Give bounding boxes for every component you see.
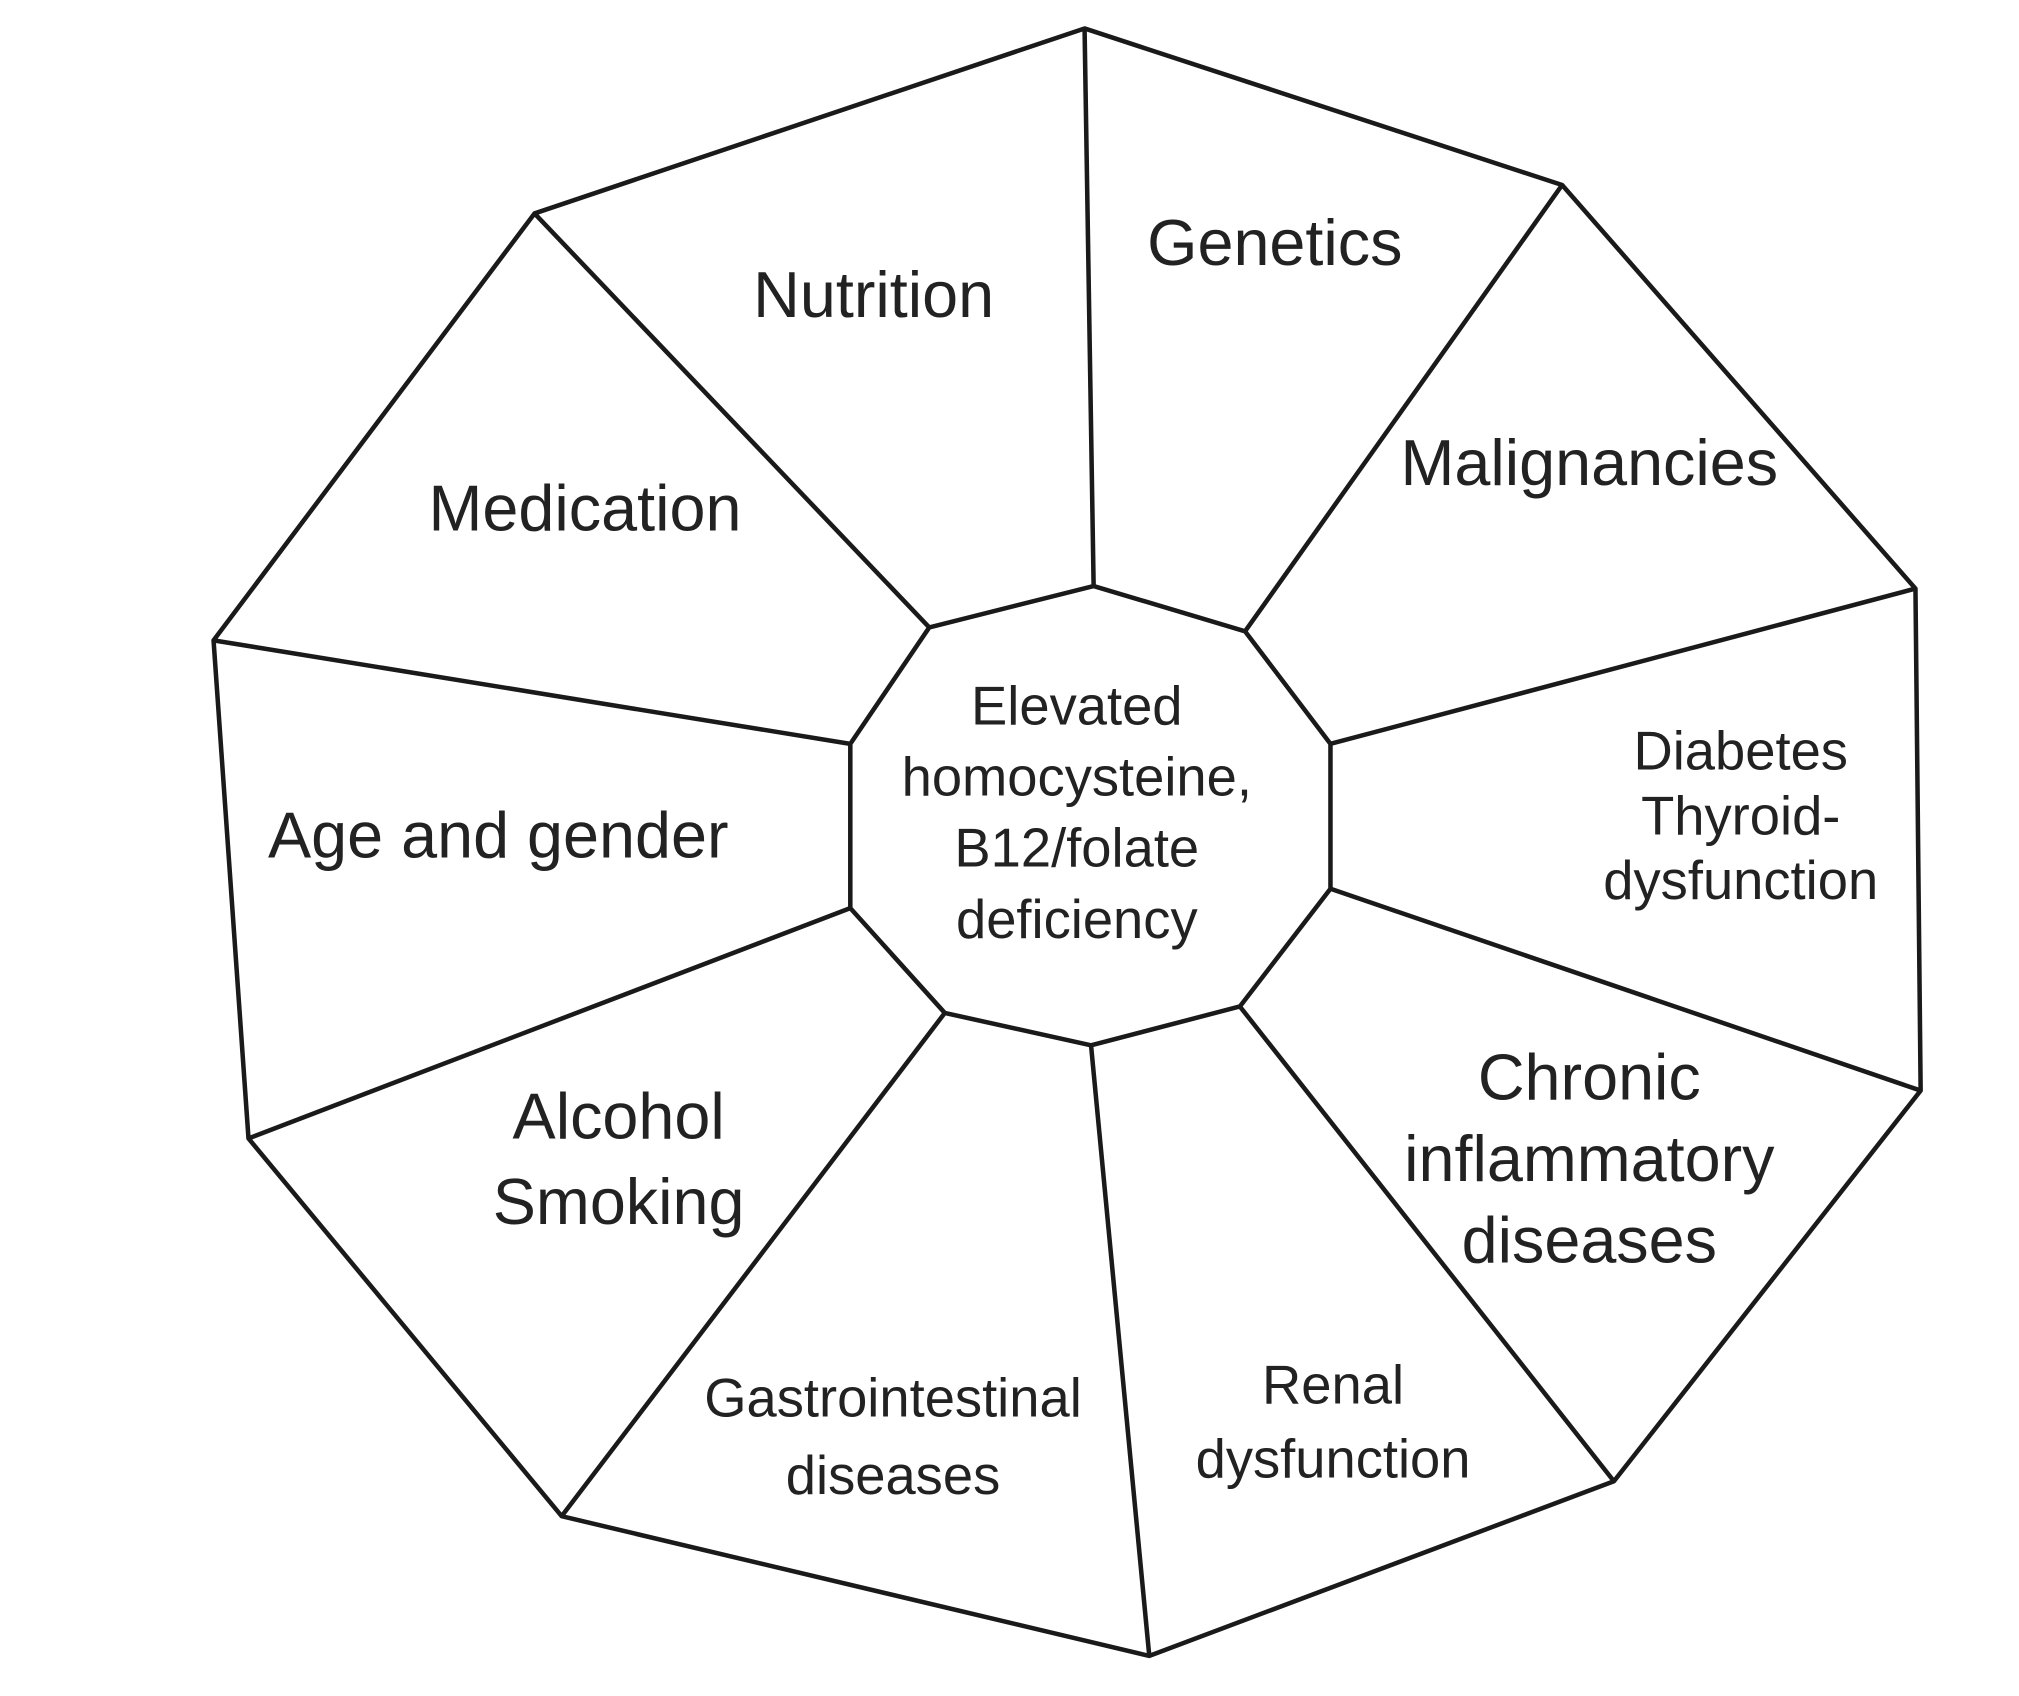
- svg-text:inflammatory: inflammatory: [1404, 1122, 1775, 1195]
- outer-decagon: [211, 26, 1923, 1659]
- label-malignancies: Malignancies: [1401, 426, 1779, 499]
- label-alcohol-smoking: Alcohol Smoking: [493, 1079, 745, 1237]
- inner-decagon: [848, 583, 1333, 1048]
- svg-text:Gastrointestinal: Gastrointestinal: [704, 1368, 1082, 1429]
- label-medication: Medication: [429, 471, 742, 544]
- svg-text:Renal: Renal: [1262, 1355, 1404, 1416]
- svg-text:Thyroid-: Thyroid-: [1641, 785, 1840, 846]
- label-renal: Renal dysfunction: [1196, 1355, 1471, 1490]
- svg-text:Elevated: Elevated: [971, 675, 1182, 736]
- svg-text:Smoking: Smoking: [493, 1165, 745, 1238]
- svg-text:Diabetes: Diabetes: [1634, 721, 1848, 782]
- label-nutrition: Nutrition: [753, 258, 994, 331]
- svg-text:Alcohol: Alcohol: [513, 1079, 725, 1152]
- svg-text:Chronic: Chronic: [1478, 1041, 1701, 1114]
- svg-text:diseases: diseases: [1462, 1204, 1717, 1277]
- spokes: [213, 28, 1922, 1657]
- label-diabetes-thyroid: Diabetes Thyroid- dysfunction: [1603, 721, 1878, 911]
- center-label: Elevated homocysteine, B12/folate defici…: [902, 675, 1252, 949]
- label-chronic-inflammatory: Chronic inflammatory diseases: [1404, 1041, 1775, 1277]
- svg-text:homocysteine,: homocysteine,: [902, 747, 1252, 808]
- svg-text:deficiency: deficiency: [956, 889, 1198, 950]
- label-age-gender: Age and gender: [268, 799, 729, 872]
- svg-text:dysfunction: dysfunction: [1603, 850, 1878, 911]
- label-genetics: Genetics: [1147, 206, 1402, 279]
- label-gastrointestinal: Gastrointestinal diseases: [704, 1368, 1082, 1507]
- svg-text:B12/folate: B12/folate: [954, 818, 1199, 879]
- svg-text:diseases: diseases: [786, 1445, 1000, 1506]
- svg-text:dysfunction: dysfunction: [1196, 1428, 1471, 1489]
